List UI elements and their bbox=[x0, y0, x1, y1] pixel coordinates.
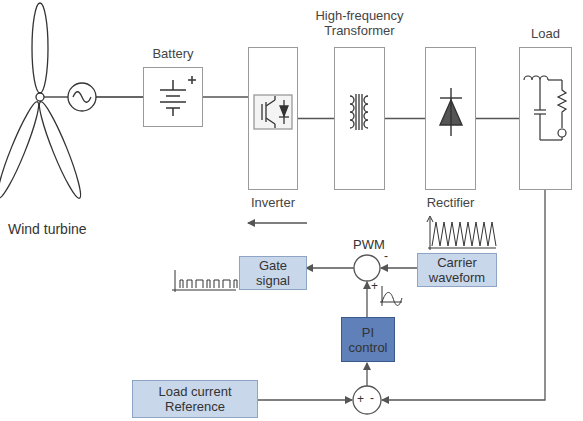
inverter-box: Inverter bbox=[248, 47, 298, 190]
part-name: Rectifier bbox=[386, 195, 515, 210]
sign-plus: + bbox=[371, 279, 378, 294]
box-label: Gate signal bbox=[240, 258, 306, 288]
connector bbox=[298, 118, 334, 119]
connector bbox=[203, 96, 248, 97]
sign-plus: + bbox=[357, 392, 364, 407]
carrier-box: Carrier waveform bbox=[417, 253, 497, 287]
sign-minus: - bbox=[370, 391, 374, 406]
block-name: PWM bbox=[353, 237, 385, 252]
connector bbox=[476, 118, 519, 119]
generator-symbol bbox=[68, 83, 143, 111]
summing-junction bbox=[353, 386, 381, 414]
reference-sine-icon bbox=[380, 286, 402, 306]
part-name: Inverter bbox=[209, 195, 337, 210]
rectifier-box: Rectifier bbox=[425, 47, 476, 190]
box-label: PI control bbox=[342, 325, 394, 355]
diode-symbol bbox=[440, 88, 462, 136]
wind-turbine bbox=[0, 3, 86, 201]
battery-symbol bbox=[160, 76, 196, 116]
sign-minus: - bbox=[384, 249, 388, 264]
box-label: Load current Reference bbox=[133, 384, 257, 414]
load-box: Load bbox=[519, 47, 572, 190]
box-label: Carrier waveform bbox=[418, 255, 496, 285]
gate-pulse-icon bbox=[172, 270, 237, 292]
pi-control-box: PI control bbox=[341, 317, 395, 362]
gate-signal-box: Gate signal bbox=[239, 256, 307, 290]
figure-title: Wind turbine bbox=[8, 222, 87, 237]
load-circuit bbox=[524, 76, 566, 140]
igbt-symbol bbox=[254, 95, 292, 129]
part-name: Load bbox=[480, 26, 583, 41]
transformer-box: High-frequency Transformer bbox=[334, 47, 385, 190]
control-wire bbox=[256, 190, 545, 400]
connector bbox=[385, 118, 425, 119]
connector bbox=[248, 222, 307, 223]
reference-box: Load current Reference bbox=[132, 380, 258, 418]
part-name: High-frequency Transformer bbox=[307, 8, 412, 38]
comparator-circle bbox=[354, 255, 380, 281]
transformer-symbol bbox=[350, 94, 368, 130]
carrier-plot bbox=[427, 216, 496, 250]
battery-box: Battery bbox=[143, 67, 203, 127]
part-name: Battery bbox=[104, 46, 242, 61]
